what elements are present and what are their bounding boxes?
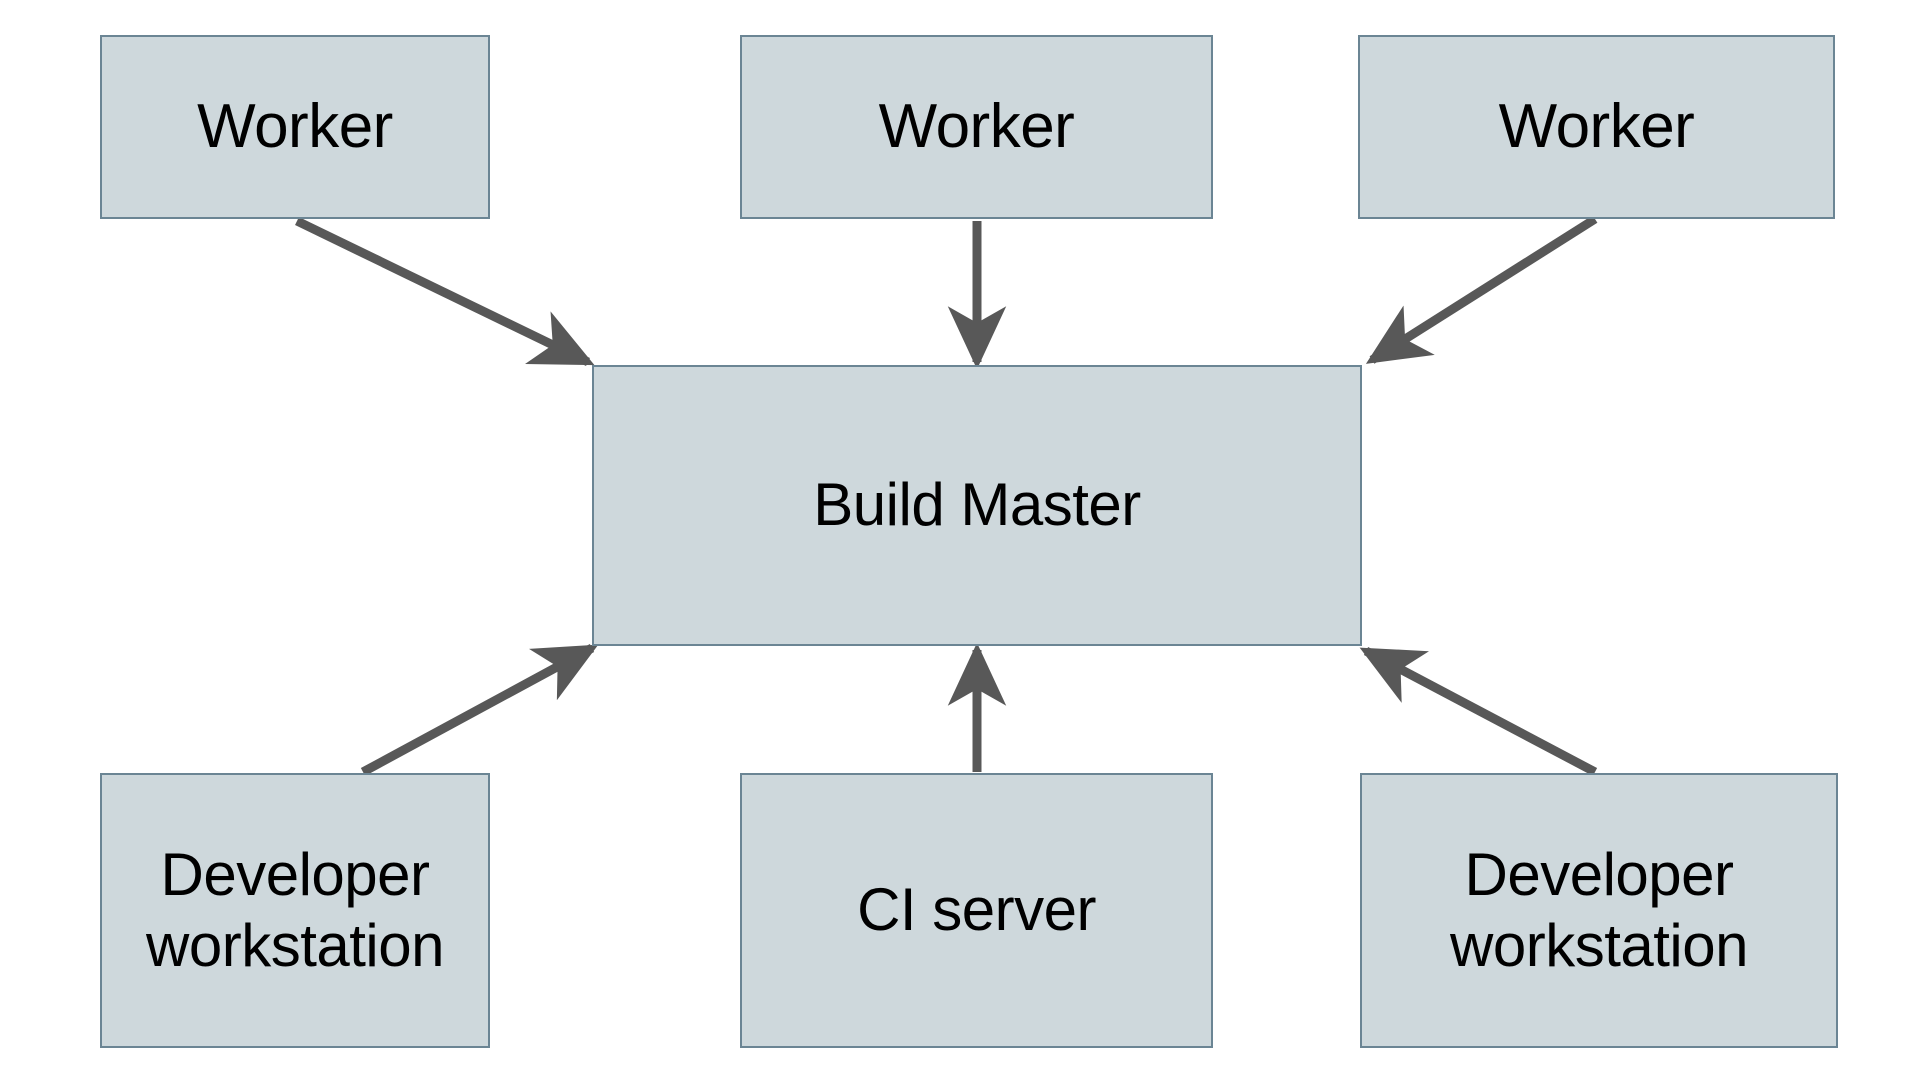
node-worker-right[interactable]: Worker (1358, 35, 1835, 219)
edge-worker-left-to-build-master (295, 216, 595, 367)
edge-dev-right-to-build-master (1359, 647, 1598, 776)
node-developer-workstation-left[interactable]: Developer workstation (100, 773, 490, 1048)
node-label: Developer workstation (146, 840, 444, 979)
node-label: Worker (197, 92, 393, 162)
edge-worker-right-to-build-master (1365, 215, 1598, 364)
node-label: Developer workstation (1450, 840, 1748, 979)
node-worker-center[interactable]: Worker (740, 35, 1213, 219)
node-ci-server[interactable]: CI server (740, 773, 1213, 1048)
node-label: CI server (857, 876, 1096, 944)
node-build-master[interactable]: Build Master (592, 365, 1362, 646)
node-label: Worker (1498, 92, 1695, 162)
node-worker-left[interactable]: Worker (100, 35, 490, 219)
edge-dev-left-to-build-master (360, 644, 599, 776)
node-label: Worker (878, 92, 1075, 162)
node-developer-workstation-right[interactable]: Developer workstation (1360, 773, 1838, 1048)
node-label: Build Master (813, 471, 1141, 539)
